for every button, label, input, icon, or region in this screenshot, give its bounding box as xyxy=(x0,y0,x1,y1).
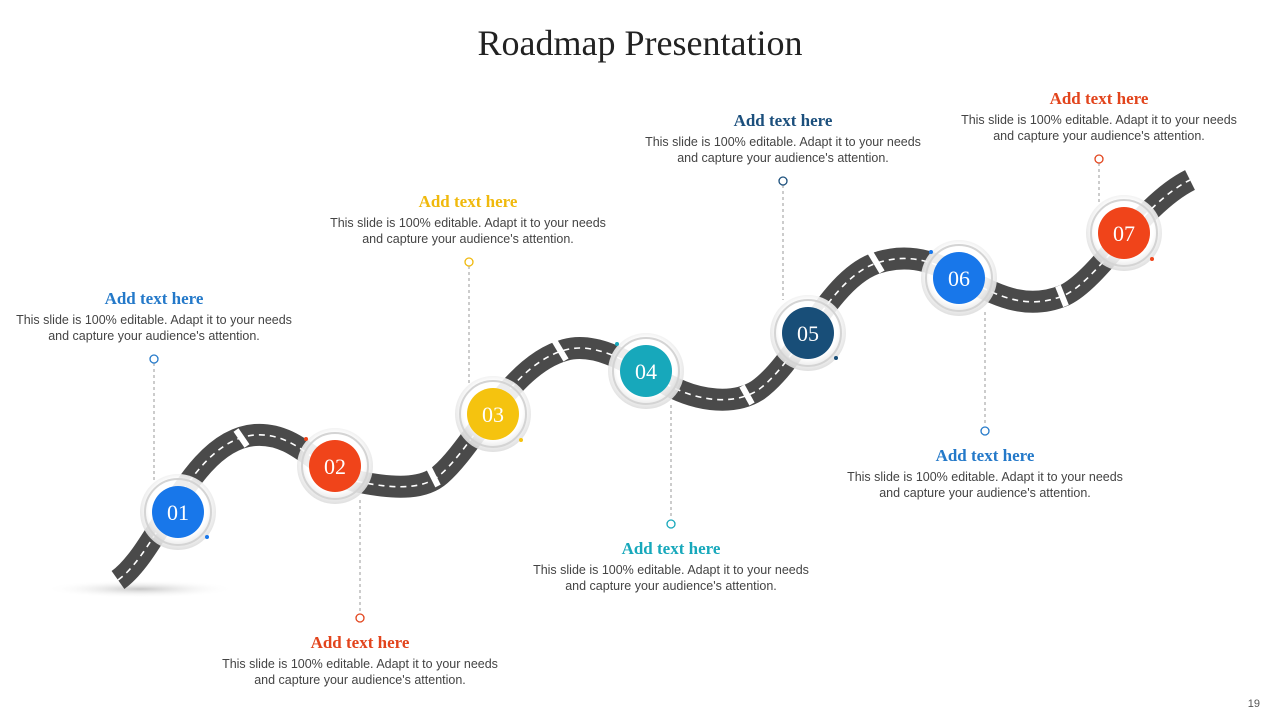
milestone-03: 03 xyxy=(455,376,531,452)
marker-accent-dot xyxy=(834,356,838,360)
callout-01: Add text here This slide is 100% editabl… xyxy=(9,289,299,344)
road-segment-breaks xyxy=(233,250,1069,488)
callout-body: This slide is 100% editable. Adapt it to… xyxy=(330,216,606,246)
milestone-badge xyxy=(467,388,519,440)
callout-04: Add text here This slide is 100% editabl… xyxy=(526,539,816,594)
page-title: Roadmap Presentation xyxy=(477,23,803,63)
milestone-number: 07 xyxy=(1113,221,1135,246)
milestone-markers: 01 02 03 04 xyxy=(140,195,1162,550)
marker-accent-dot xyxy=(519,438,523,442)
milestone-badge xyxy=(620,345,672,397)
milestone-number: 06 xyxy=(948,266,970,291)
milestone-number: 03 xyxy=(482,402,504,427)
callout-body: This slide is 100% editable. Adapt it to… xyxy=(645,135,921,165)
marker-accent-dot xyxy=(205,535,209,539)
milestone-badge xyxy=(933,252,985,304)
callout-heading: Add text here xyxy=(418,192,518,211)
marker-accent-dot xyxy=(1150,257,1154,261)
connector-dot xyxy=(666,519,676,529)
milestone-number: 01 xyxy=(167,500,189,525)
road-break xyxy=(233,428,250,448)
road-break xyxy=(739,384,755,406)
connector-dot xyxy=(980,426,990,436)
callout-body: This slide is 100% editable. Adapt it to… xyxy=(847,470,1123,500)
connector-dot xyxy=(355,613,365,623)
marker-accent-dot xyxy=(615,342,619,346)
road-break xyxy=(867,250,885,274)
callout-heading: Add text here xyxy=(310,633,410,652)
callout-06: Add text here This slide is 100% editabl… xyxy=(840,446,1130,501)
callout-body: This slide is 100% editable. Adapt it to… xyxy=(533,563,809,593)
callout-heading: Add text here xyxy=(621,539,721,558)
road-break xyxy=(425,464,441,488)
milestone-number: 04 xyxy=(635,359,657,384)
page-number: 19 xyxy=(1247,698,1260,710)
milestone-number: 02 xyxy=(324,454,346,479)
callout-07: Add text here This slide is 100% editabl… xyxy=(954,89,1244,144)
milestone-badge xyxy=(152,486,204,538)
milestone-badge xyxy=(309,440,361,492)
road-break xyxy=(1055,284,1069,308)
callout-body: This slide is 100% editable. Adapt it to… xyxy=(16,313,292,343)
connector-dot xyxy=(778,176,788,186)
milestone-02: 02 xyxy=(297,428,373,504)
road-shadow xyxy=(45,580,235,598)
marker-accent-dot xyxy=(929,250,933,254)
callout-05: Add text here This slide is 100% editabl… xyxy=(638,111,928,166)
callout-body: This slide is 100% editable. Adapt it to… xyxy=(222,657,498,687)
connector-dot xyxy=(149,354,159,364)
callout-heading: Add text here xyxy=(1049,89,1149,108)
marker-accent-dot xyxy=(304,437,308,441)
connector-dot xyxy=(1094,154,1104,164)
milestone-badge xyxy=(1098,207,1150,259)
callout-body: This slide is 100% editable. Adapt it to… xyxy=(961,113,1237,143)
connectors xyxy=(149,154,1104,623)
callout-03: Add text here This slide is 100% editabl… xyxy=(323,192,613,247)
milestone-badge xyxy=(782,307,834,359)
connector-dot xyxy=(464,257,474,267)
milestone-07: 07 xyxy=(1086,195,1162,271)
callout-02: Add text here This slide is 100% editabl… xyxy=(215,633,505,688)
milestone-04: 04 xyxy=(608,333,684,409)
milestone-05: 05 xyxy=(770,295,846,371)
milestone-01: 01 xyxy=(140,474,216,550)
milestone-06: 06 xyxy=(921,240,997,316)
road-break xyxy=(551,338,569,362)
milestone-number: 05 xyxy=(797,321,819,346)
callout-heading: Add text here xyxy=(104,289,204,308)
callout-heading: Add text here xyxy=(733,111,833,130)
callout-heading: Add text here xyxy=(935,446,1035,465)
